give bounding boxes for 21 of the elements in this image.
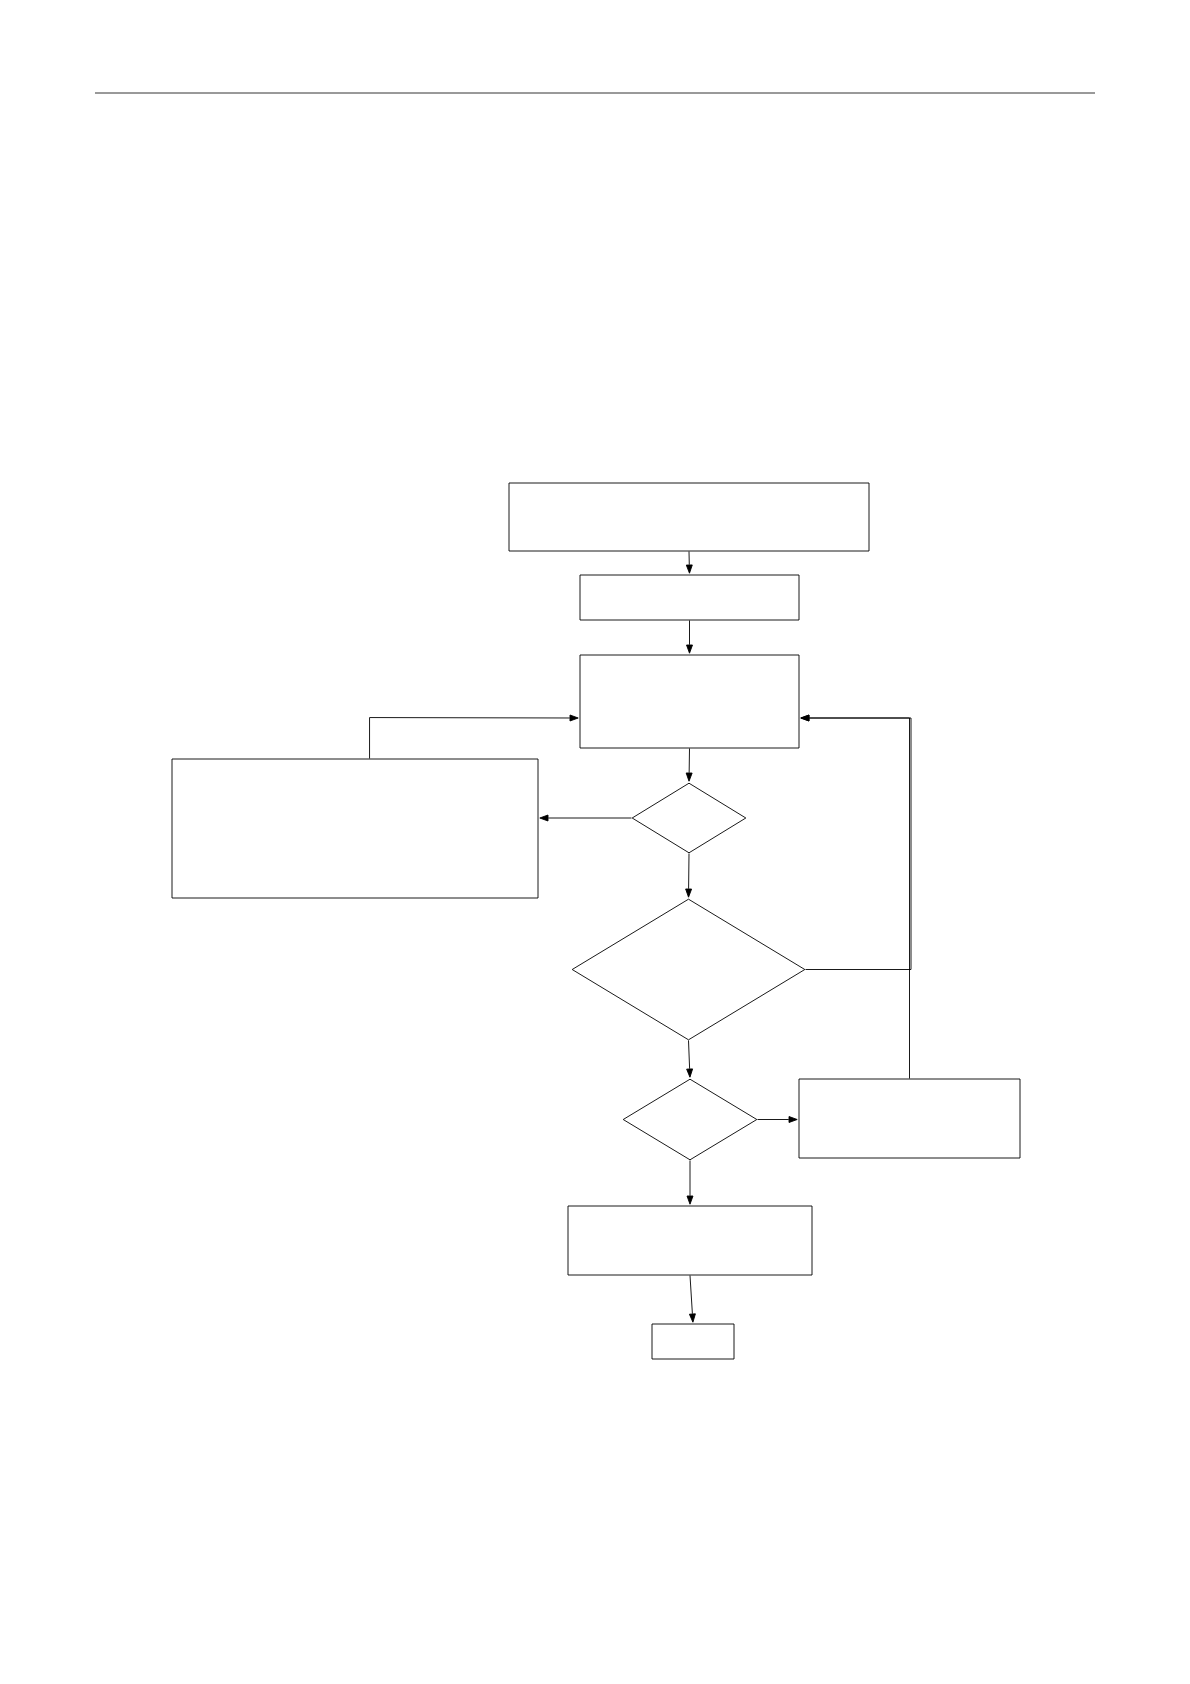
arrow (539, 814, 632, 822)
arrow (685, 551, 693, 574)
process-box (171, 758, 539, 899)
arrow (686, 1040, 694, 1078)
arrow (686, 1160, 694, 1205)
arrow (800, 714, 910, 1079)
decision-diamond (571, 898, 806, 1041)
process-box (567, 1205, 813, 1276)
process-box (579, 654, 800, 749)
process-box (651, 1323, 735, 1360)
arrow (757, 1116, 798, 1123)
process-box (798, 1078, 1021, 1159)
process-box (579, 574, 800, 621)
arrow (685, 748, 693, 782)
arrow (688, 1275, 696, 1323)
arrow (369, 714, 579, 759)
decision-diamond (631, 782, 747, 854)
arrow (686, 620, 693, 654)
arrow (685, 853, 693, 898)
process-box (508, 482, 870, 552)
decision-diamond (622, 1078, 758, 1161)
